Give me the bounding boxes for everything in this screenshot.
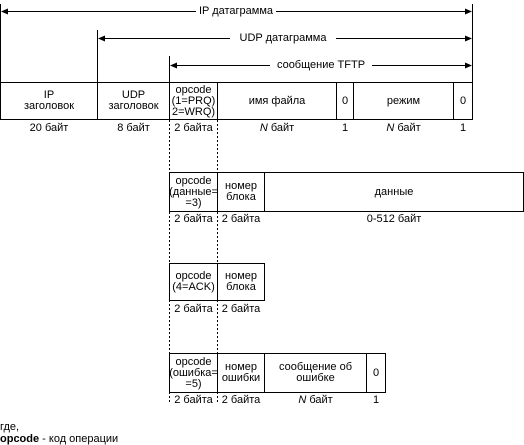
size-label: 2 байта <box>174 213 213 225</box>
size-label: 2 байта <box>221 213 261 225</box>
arrowhead-left <box>1 8 8 15</box>
arrowhead-right <box>465 62 472 69</box>
size-label: N байт <box>386 122 421 134</box>
arrowhead-right <box>465 35 472 42</box>
opcode-field: opcode (1=PRQ) 2=WRQ) <box>169 82 218 120</box>
block-number-field: номер блока <box>217 172 265 212</box>
opcode-field: opcode (ошибка= =5) <box>169 353 218 393</box>
size-label: 8 байт <box>117 122 150 134</box>
size-label: 2 байта <box>221 303 261 315</box>
ip-datagram-label: IP датаграмма <box>198 5 274 17</box>
zero-terminator-field: 0 <box>366 353 386 393</box>
legend-definition: - код операции <box>39 433 119 445</box>
block-number-field: номер блока <box>217 263 265 301</box>
mode-field: режим <box>353 82 454 120</box>
arrowhead-right <box>465 8 472 15</box>
size-label: 1 <box>459 122 467 134</box>
error-message-field: сообщение об ошибке <box>264 353 367 393</box>
zero-terminator-field: 0 <box>336 82 354 120</box>
size-label: 2 байта <box>221 394 261 406</box>
udp-header-field: UDP заголовок <box>97 82 170 120</box>
size-label: 1 <box>372 394 380 406</box>
legend-line: opcode - код операции <box>0 433 118 445</box>
arrowhead-left <box>98 35 105 42</box>
error-number-field: номер ошибки <box>217 353 265 393</box>
ip-header-field: IP заголовок <box>0 82 98 120</box>
size-label: N байт <box>259 122 295 134</box>
size-label: 2 байта <box>174 303 213 315</box>
opcode-field: opcode (данные= =3) <box>169 172 218 212</box>
opcode-field: opcode (4=ACK) <box>169 263 218 301</box>
legend-where: где, <box>0 421 20 433</box>
filename-field: имя файла <box>217 82 337 120</box>
size-label: 1 <box>341 122 349 134</box>
zero-terminator-field: 0 <box>453 82 473 120</box>
udp-datagram-label: UDP датаграмма <box>239 32 327 44</box>
size-label: N байт <box>298 394 333 406</box>
size-label: 2 байта <box>174 394 213 406</box>
size-label: 2 байта <box>174 122 213 134</box>
size-label: 20 байт <box>29 122 69 134</box>
arrowhead-left <box>170 62 177 69</box>
legend-term: opcode <box>0 433 40 445</box>
data-field: данные <box>264 172 524 212</box>
tftp-message-label: сообщение TFTP <box>276 59 366 71</box>
size-label: 0-512 байт <box>366 213 422 225</box>
